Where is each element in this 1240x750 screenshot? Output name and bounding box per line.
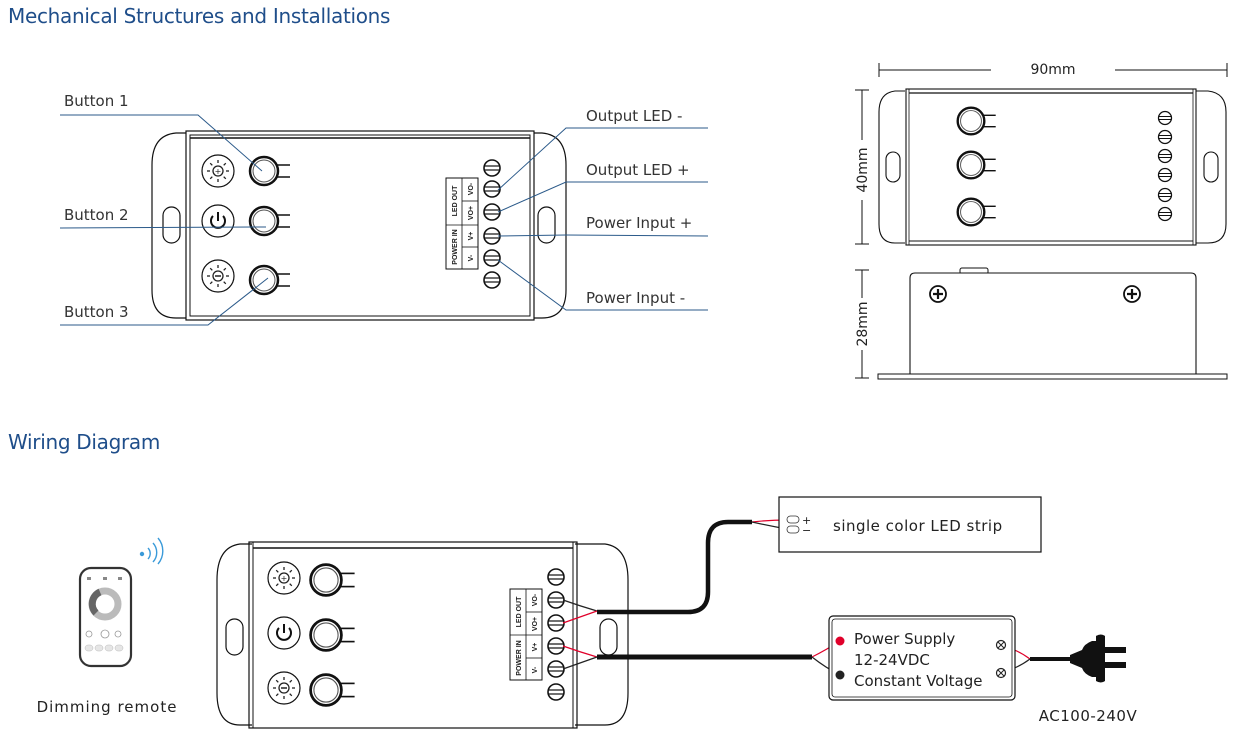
remote-label: Dimming remote bbox=[37, 698, 178, 716]
dimension-top-view: 90mm 40mm bbox=[855, 62, 1228, 246]
wires bbox=[562, 519, 1070, 676]
brightness-up-icon: + bbox=[201, 154, 235, 188]
svg-text:VO-: VO- bbox=[532, 593, 539, 606]
psu-terminal-screw bbox=[995, 667, 1007, 679]
svg-text:VO+: VO+ bbox=[532, 617, 539, 631]
mounting-hole-left bbox=[162, 206, 181, 244]
power-in-label: POWER IN bbox=[452, 229, 459, 264]
power-icon bbox=[267, 616, 301, 650]
svg-text:+: + bbox=[281, 574, 288, 583]
power-icon bbox=[201, 204, 235, 238]
led-strip-label: single color LED strip bbox=[833, 517, 1003, 535]
depth-dimension: 28mm bbox=[855, 301, 871, 346]
button-2-callout: Button 2 bbox=[64, 206, 129, 224]
side-screw-right bbox=[1123, 285, 1141, 303]
side-screw-left bbox=[929, 285, 947, 303]
power-input-plus-callout: Power Input + bbox=[586, 214, 692, 232]
controller-wiring-view: + LED OUT POWER IN VO- bbox=[216, 541, 629, 729]
vo-minus-label: VO- bbox=[468, 182, 475, 195]
dimming-remote bbox=[78, 566, 133, 668]
power-input-minus-callout: Power Input - bbox=[586, 289, 685, 307]
dimension-side-view: 28mm bbox=[855, 267, 1228, 380]
callout-lines bbox=[59, 114, 709, 326]
led-plus-label: + bbox=[802, 514, 811, 527]
vo-plus-label: VO+ bbox=[468, 206, 475, 220]
width-dimension: 90mm bbox=[1030, 62, 1075, 78]
svg-text:+: + bbox=[215, 167, 222, 176]
output-led-plus-callout: Output LED + bbox=[586, 161, 690, 179]
power-supply-box: Power Supply 12-24VDC Constant Voltage bbox=[828, 615, 1016, 701]
height-dimension: 40mm bbox=[855, 147, 871, 192]
brightness-up-icon: + bbox=[267, 561, 301, 595]
led-strip-box: + − single color LED strip bbox=[778, 496, 1042, 553]
v-minus-label: V- bbox=[468, 254, 475, 261]
psu-line1: Power Supply bbox=[854, 630, 955, 648]
psu-line3: Constant Voltage bbox=[854, 672, 982, 690]
button-1-callout: Button 1 bbox=[64, 92, 129, 110]
ac-voltage-label: AC100-240V bbox=[1039, 707, 1138, 725]
svg-text:V+: V+ bbox=[532, 643, 539, 652]
svg-text:V-: V- bbox=[532, 666, 539, 673]
button-3-callout: Button 3 bbox=[64, 303, 129, 321]
wireless-signal-icon bbox=[139, 537, 164, 565]
svg-text:LED OUT: LED OUT bbox=[516, 596, 523, 627]
led-out-label: LED OUT bbox=[452, 185, 459, 216]
wiring-section-title: Wiring Diagram bbox=[8, 430, 161, 454]
brightness-down-icon bbox=[267, 671, 301, 705]
psu-terminal-screw bbox=[995, 639, 1007, 651]
psu-line2: 12-24VDC bbox=[854, 651, 930, 669]
ac-plug-icon bbox=[1070, 634, 1126, 683]
terminal-label-block-wiring: LED OUT POWER IN VO- VO+ V+ V- bbox=[509, 588, 543, 681]
led-minus-label: − bbox=[802, 524, 811, 537]
terminal-label-block: LED OUT POWER IN VO- VO+ V+ V- bbox=[445, 177, 479, 270]
v-plus-label: V+ bbox=[468, 232, 475, 241]
mechanical-section-title: Mechanical Structures and Installations bbox=[8, 4, 391, 28]
mounting-hole-right bbox=[537, 206, 556, 244]
controller-top-view: + LED OUT POWER IN bbox=[151, 130, 567, 321]
svg-text:POWER IN: POWER IN bbox=[516, 640, 523, 675]
output-led-minus-callout: Output LED - bbox=[586, 107, 682, 125]
brightness-down-icon bbox=[201, 259, 235, 293]
